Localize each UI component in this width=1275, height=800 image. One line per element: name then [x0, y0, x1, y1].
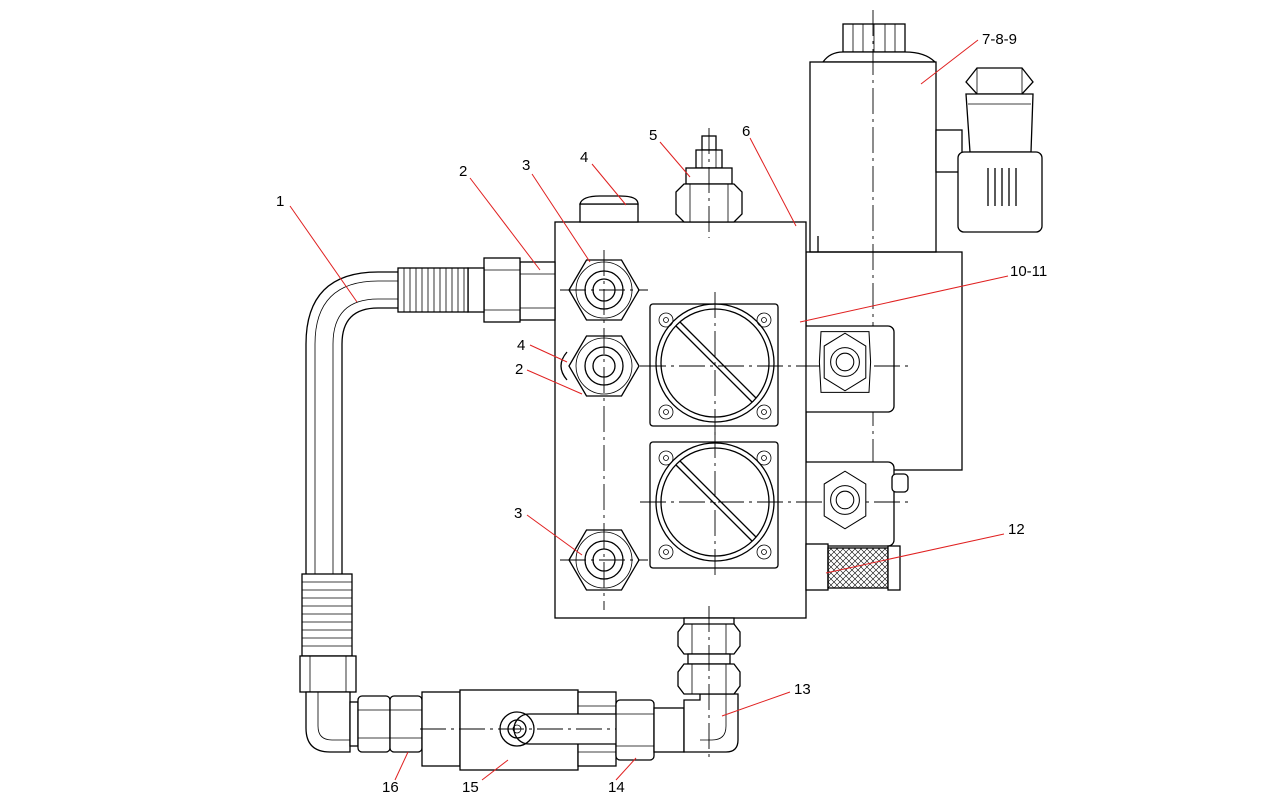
vertical-fitting-bottom — [677, 606, 741, 760]
callout-5: 5 — [649, 127, 657, 144]
callout-labels: 1 2 3 4 5 6 7-8-9 10-11 4 2 3 12 13 16 1… — [276, 31, 1047, 796]
callout-14: 14 — [608, 779, 625, 796]
knurled-knob — [805, 543, 901, 591]
union-nut-16 — [349, 695, 423, 753]
hydraulic-hose — [299, 267, 469, 693]
callout-13: 13 — [794, 681, 811, 698]
hose-fitting-top — [467, 257, 556, 323]
leader-lines — [289, 39, 1009, 781]
union-nut-14 — [615, 699, 685, 761]
callout-4-top: 4 — [580, 149, 588, 166]
housing-nut-upper — [818, 331, 872, 393]
solenoid-connector — [935, 67, 1043, 233]
housing-nut-lower — [823, 470, 867, 530]
elbow-fitting-13 — [683, 693, 739, 753]
cartridge-cover-upper — [640, 292, 910, 440]
callout-16: 16 — [382, 779, 399, 796]
washer-4 — [560, 351, 568, 381]
callout-12: 12 — [1008, 521, 1025, 538]
callout-3-bottom: 3 — [514, 505, 522, 522]
elbow-fitting-left — [305, 691, 351, 753]
solenoid-coil — [809, 10, 937, 490]
callout-2-top: 2 — [459, 163, 467, 180]
adjusting-screw — [675, 128, 743, 238]
callout-2-side: 2 — [515, 361, 523, 378]
callout-4-side: 4 — [517, 337, 525, 354]
callout-3-top: 3 — [522, 157, 530, 174]
callout-15: 15 — [462, 779, 479, 796]
plug-top — [579, 195, 639, 223]
callout-10-11: 10-11 — [1010, 263, 1047, 280]
callout-7-8-9: 7-8-9 — [982, 31, 1017, 48]
callout-6: 6 — [742, 123, 750, 140]
ball-valve-15 — [420, 689, 690, 771]
callout-1: 1 — [276, 193, 284, 210]
cartridge-cover-lower — [640, 432, 910, 578]
